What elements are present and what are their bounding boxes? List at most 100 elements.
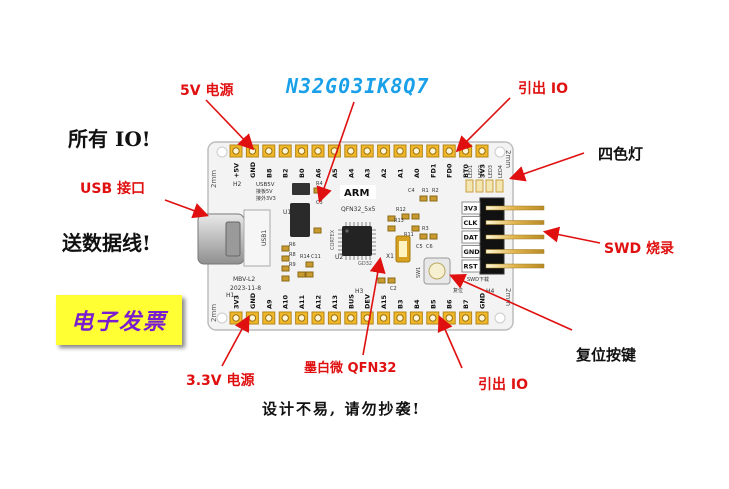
top-pin-label: BT0 — [462, 164, 470, 178]
capacitor-label: C11 — [311, 254, 321, 260]
mcu-pin — [338, 249, 342, 251]
smd-component — [429, 195, 438, 202]
label-four-led: 四色灯 — [598, 145, 644, 163]
bottom-pin-hole — [347, 314, 355, 322]
top-pin-hole — [379, 147, 388, 155]
led-label: LED3 — [488, 165, 494, 178]
mcu-pin — [338, 237, 342, 239]
mcu-pin — [338, 253, 342, 255]
swd-pin — [485, 220, 545, 225]
smd-component — [305, 261, 314, 268]
bottom-pin-label: B3 — [397, 300, 405, 309]
silk-h4: H4 — [486, 288, 495, 295]
top-pin-hole — [412, 147, 421, 155]
mcu-pin — [357, 222, 359, 226]
led — [465, 179, 474, 193]
mount-hole-tr — [494, 146, 506, 158]
mcu-pin — [372, 253, 376, 255]
usb-footprint — [243, 209, 271, 267]
bottom-pin-label: A9 — [265, 299, 273, 309]
silk-chip-label: QFN32_5x5 — [341, 206, 376, 213]
led — [485, 179, 494, 193]
bottom-pin-hole — [281, 314, 289, 322]
smd-component — [305, 271, 314, 278]
mcu-pin — [338, 245, 342, 247]
resistor-label: R13 — [394, 218, 404, 224]
bottom-pin-label: 3V3 — [233, 295, 241, 309]
label-io-bottom: 引出 IO — [478, 377, 528, 393]
bottom-pin-hole — [429, 314, 437, 322]
mcu-pin — [372, 237, 376, 239]
mount-hole-bl — [216, 312, 228, 324]
label-io-top: 引出 IO — [518, 81, 568, 97]
swd-label-box — [461, 230, 481, 244]
bottom-pin-hole — [478, 314, 486, 322]
top-pin-hole — [248, 147, 257, 155]
top-pin-label: FD0 — [446, 163, 454, 178]
smd-component — [313, 227, 322, 234]
swd-pin-label: GND — [464, 248, 481, 256]
bottom-pin-hole — [412, 314, 421, 322]
cap-c3 — [292, 183, 310, 195]
top-pin-hole — [478, 147, 486, 155]
silk-usb-sub2: 接外3V3 — [256, 195, 276, 202]
smd-component — [419, 233, 428, 240]
swd-pin-label: 3V3 — [464, 205, 478, 213]
silk-usb1: USB1 — [261, 230, 268, 246]
mcu-chip — [342, 226, 372, 256]
top-pin-hole — [396, 147, 404, 155]
bottom-pin-label: B7 — [462, 300, 470, 309]
silk-arm: ARM — [344, 188, 369, 199]
silk-u1: U1 — [283, 209, 291, 216]
resistor-label: R12 — [396, 207, 406, 213]
mcu-pin — [349, 256, 351, 260]
mount-hole-tl — [216, 146, 228, 158]
smd-component — [411, 225, 420, 232]
swd-pin — [485, 205, 545, 211]
mcu-pin — [345, 256, 347, 260]
top-pin-label: A0 — [413, 168, 421, 178]
led — [475, 179, 484, 193]
mcu-pin — [372, 241, 376, 243]
top-pin-label: +5V — [233, 163, 241, 178]
mount-hole-br — [494, 312, 506, 324]
smd-component — [401, 213, 410, 220]
top-pin-hole — [265, 147, 273, 155]
bottom-pin-label: GND — [479, 292, 487, 309]
resistor-label: R1 — [422, 188, 429, 194]
swd-pin — [485, 234, 545, 240]
capacitor-label: C6 — [426, 244, 433, 250]
smd-component — [429, 233, 438, 240]
bottom-pin-label: B5 — [429, 299, 437, 309]
smd-component — [419, 195, 428, 202]
resistor-label: R9 — [289, 262, 296, 268]
arm-logo-bg — [340, 185, 376, 199]
swd-label-box — [461, 245, 481, 258]
smd-component — [313, 187, 322, 194]
usb-connector-slot — [225, 221, 241, 257]
top-pin-label: GND — [249, 161, 257, 178]
bottom-pin-label: A11 — [298, 294, 306, 309]
silk-usb5v: USB5V — [256, 182, 275, 188]
top-pin-label: B2 — [282, 169, 290, 178]
mcu-pin1-mark — [345, 229, 349, 233]
silk-swd: SWD下载 — [467, 276, 489, 283]
top-pin-label: A2 — [380, 168, 388, 178]
resistor-label: R2 — [432, 188, 439, 194]
mcu-pin — [369, 256, 371, 260]
arrow-5v — [205, 99, 255, 151]
capacitor-label: C3 — [316, 200, 323, 206]
mcu-pin — [357, 256, 359, 260]
mcu-pin — [372, 245, 376, 247]
top-pin-hole — [232, 147, 240, 155]
label-3v3-power: 3.3V 电源 — [186, 373, 255, 389]
top-pin-label: A4 — [347, 168, 355, 178]
mcu-pin — [365, 256, 367, 260]
silk-usb-sub1: 接板5V — [256, 188, 273, 195]
side-text-right-bottom: 2mm — [504, 288, 512, 306]
smd-component — [281, 245, 290, 252]
